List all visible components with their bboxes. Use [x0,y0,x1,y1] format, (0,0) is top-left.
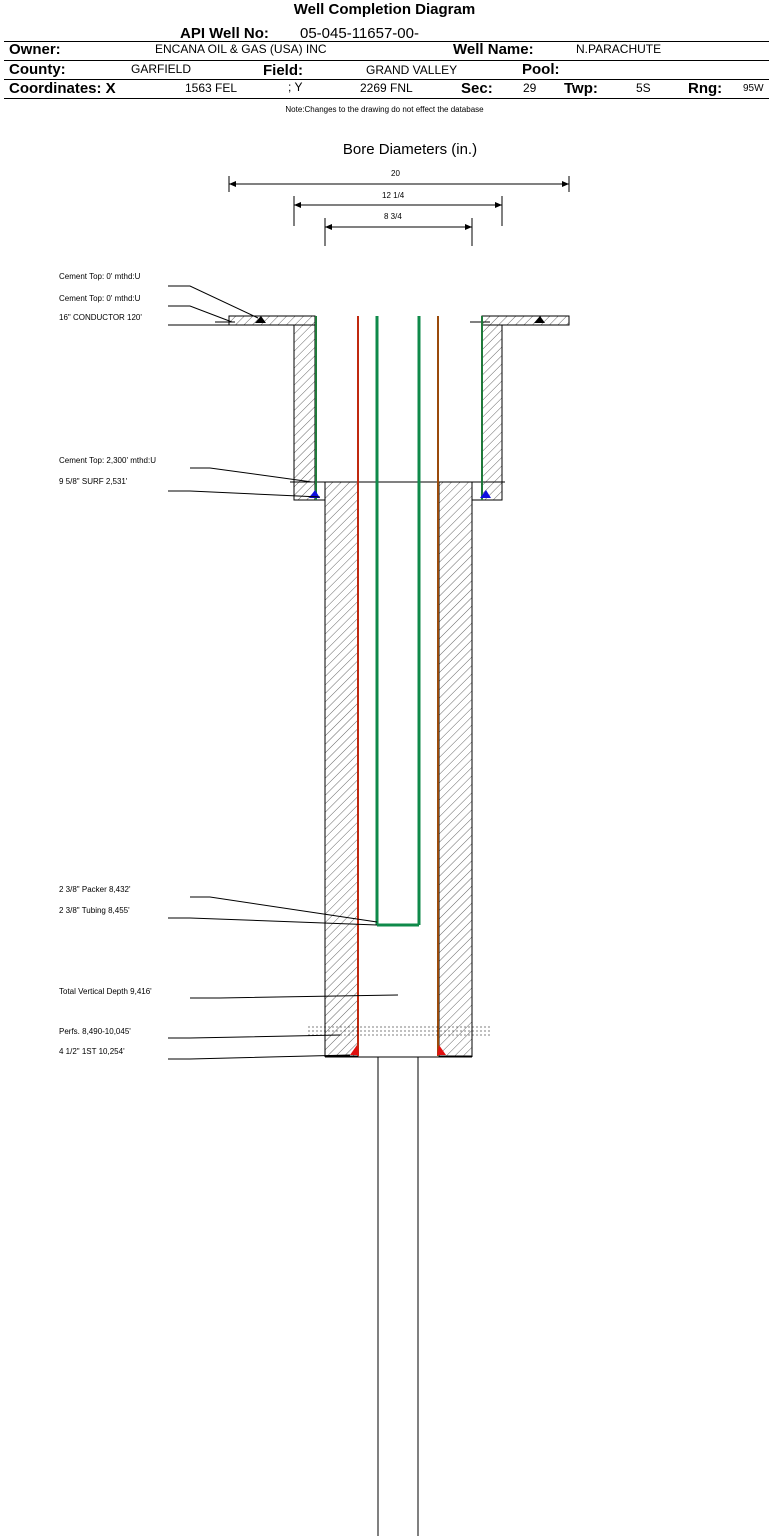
well-name-value: N.PARACHUTE [576,42,662,56]
header-divider [4,79,769,80]
database-note: Note:Changes to the drawing do not effec… [285,105,484,114]
conductor-cement [228,315,570,501]
surface-casing [315,316,483,500]
diagram-title: Well Completion Diagram [293,1,476,18]
owner-label: Owner: [9,41,61,58]
field-label: Field: [263,62,303,79]
sec-label: Sec: [461,80,493,97]
leader-lines [168,285,399,1060]
bore-dim-label: 12 1/4 [382,191,405,200]
coordinates-label: Coordinates: X [9,80,116,97]
coord-y-value: 2269 FNL [360,81,413,95]
cement-top-label: Cement Top: 0' mthd:U [59,294,141,303]
perfs-label: Perfs. 8,490-10,045' [59,1027,131,1036]
tvd-label: Total Vertical Depth 9,416' [59,987,152,996]
production-casing [357,316,439,1056]
header-divider [4,98,769,99]
rng-value: 95W [743,83,764,94]
header-divider [4,60,769,61]
dimension-arrowheads [229,181,569,230]
surface-casing-label: 9 5/8" SURF 2,531' [59,477,128,486]
bore-diameters-title: Bore Diameters (in.) [342,141,478,158]
tubing-label: 2 3/8" Tubing 8,455' [59,906,130,915]
conductor-outline [215,321,569,501]
owner-value: ENCANA OIL & GAS (USA) INC [155,42,327,56]
surface-cement [324,481,473,1057]
bore-dimension-lines [228,176,570,246]
rathole [377,1057,419,1536]
well-name-label: Well Name: [453,41,534,58]
production-casing-label: 4 1/2" 1ST 10,254' [59,1047,125,1056]
twp-value: 5S [636,81,651,95]
twp-label: Twp: [564,80,598,97]
surface-bore-outline [290,481,505,1058]
coord-x-value: 1563 FEL [185,81,238,95]
county-label: County: [9,61,66,78]
field-value: GRAND VALLEY [366,63,458,77]
cement-markers [255,316,545,1055]
cement-top-label: Cement Top: 0' mthd:U [59,272,141,281]
api-value: 05-045-11657-00- [300,25,419,42]
tubing [375,316,421,927]
bore-dim-label: 20 [391,169,400,178]
bore-dim-label: 8 3/4 [384,212,402,221]
sec-value: 29 [523,81,537,95]
cement-top-label: Cement Top: 2,300' mthd:U [59,456,156,465]
coord-y-label: ; Y [288,80,303,94]
rng-label: Rng: [688,80,723,97]
api-label: API Well No: [180,25,269,42]
conductor-label: 16" CONDUCTOR 120' [59,313,142,322]
county-value: GARFIELD [131,62,192,76]
packer-label: 2 3/8" Packer 8,432' [59,885,131,894]
pool-label: Pool: [522,61,560,78]
header-divider [4,41,769,42]
